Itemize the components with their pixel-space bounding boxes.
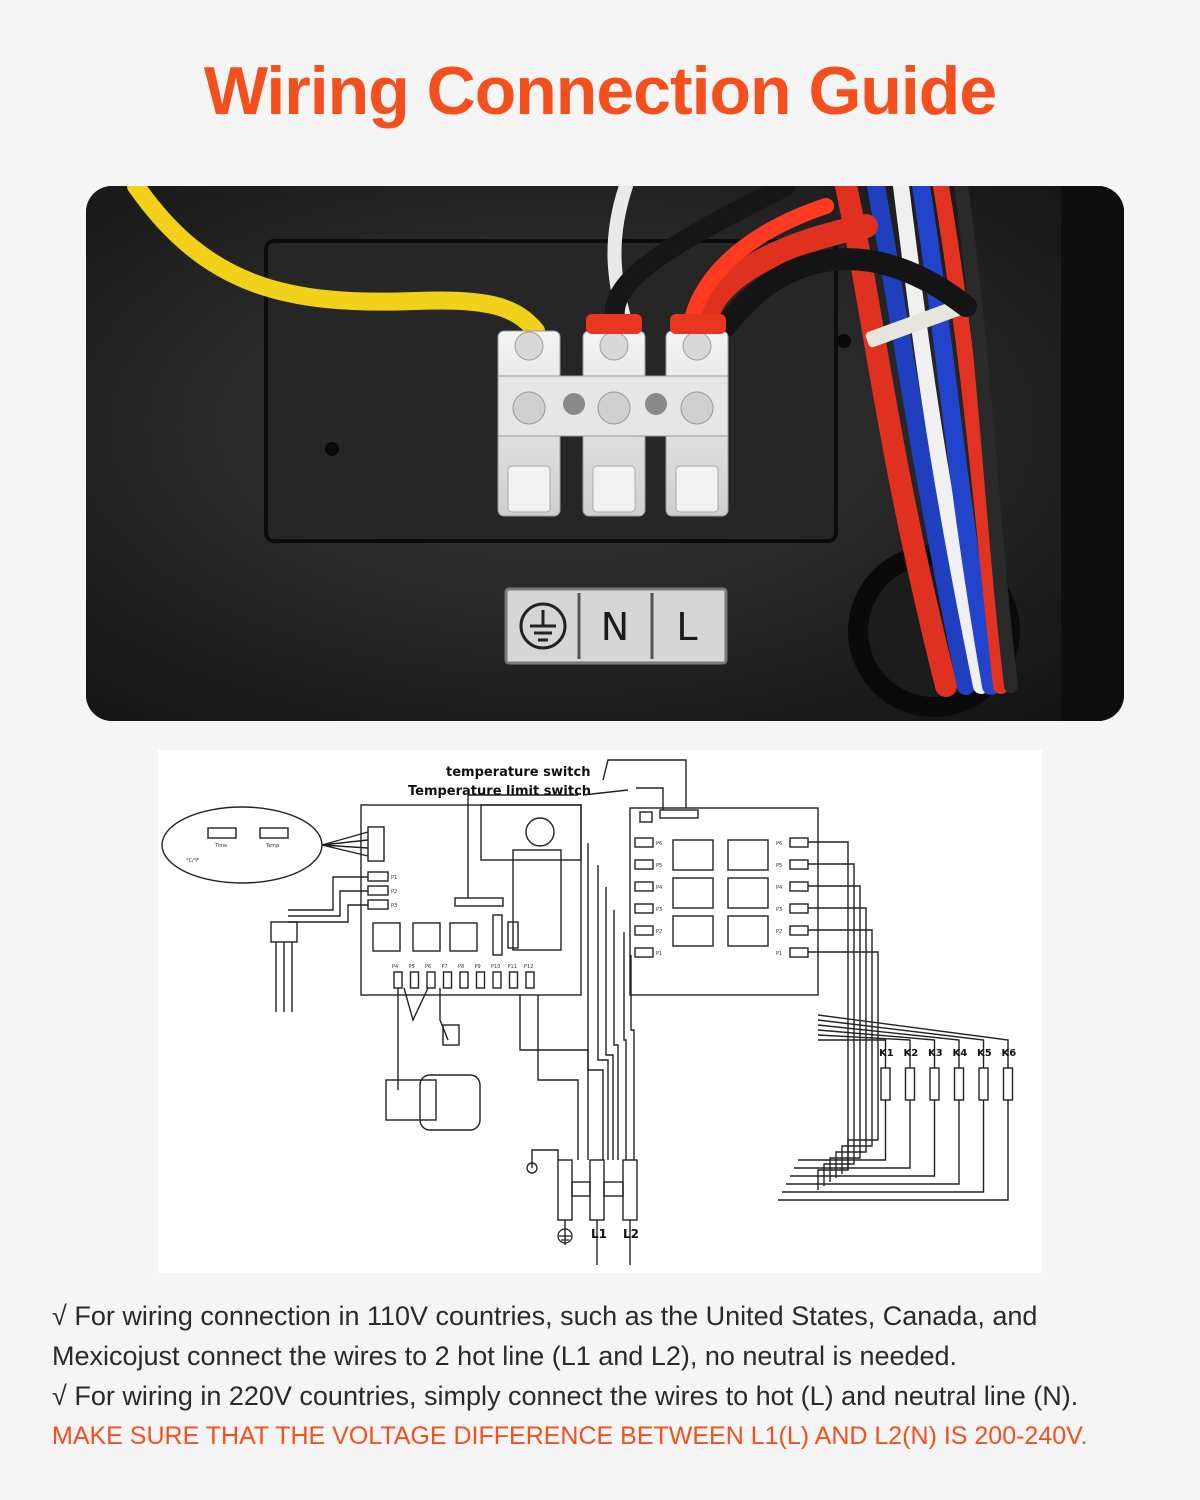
label-l2: L2 (623, 1227, 639, 1241)
terminal-label-n: N (601, 605, 629, 649)
board-bottom-port-label: P6 (425, 964, 431, 970)
heater-wire (817, 1034, 911, 1068)
terminal-block-photo: N L (86, 186, 1124, 721)
board-bottom-port-label: P9 (475, 964, 481, 970)
relay-port-right (789, 903, 809, 914)
relay (727, 877, 769, 909)
relay-port-right-label: P5 (776, 863, 782, 869)
relay-port-left-label: P3 (656, 907, 662, 913)
note-110v: √ For wiring connection in 110V countrie… (52, 1301, 1038, 1371)
wiring-schematic: temperature switch Temperature limit swi… (158, 750, 1042, 1273)
heater-label: K6 (1002, 1048, 1017, 1059)
relay-port-right-label: P1 (776, 951, 782, 957)
relay (727, 915, 769, 947)
heater-element (978, 1067, 989, 1101)
terminal-label-l: L (676, 605, 697, 649)
relay-port-right-label: P6 (776, 841, 782, 847)
heater-label: K2 (904, 1048, 919, 1059)
relay-port-right-label: P4 (776, 885, 782, 891)
relay (672, 915, 714, 947)
label-temperature-limit-switch: Temperature limit switch (408, 784, 591, 799)
relay (672, 839, 714, 871)
relay-port-right-label: P3 (776, 907, 782, 913)
relay-port-left (634, 947, 654, 958)
board-bottom-port (442, 971, 453, 989)
board-bottom-port (475, 971, 486, 989)
board-bottom-port (409, 971, 420, 989)
relay-port-left (634, 925, 654, 936)
heater-wire (817, 1029, 936, 1068)
ground-icon (519, 602, 567, 650)
heater-wire (818, 1039, 887, 1068)
board-bottom-port (492, 971, 502, 989)
label-temperature-switch: temperature switch (446, 765, 591, 780)
relay-port-right (789, 947, 809, 958)
heater-element (904, 1067, 916, 1101)
board-bottom-port-label: P8 (458, 964, 464, 970)
relay (727, 839, 769, 871)
relay-port-left (634, 837, 654, 848)
relay-port-left-label: P6 (656, 841, 662, 847)
heater-label: K3 (928, 1048, 943, 1059)
heater-label: K1 (879, 1048, 894, 1059)
label-panel-temp: Temp (265, 843, 279, 849)
heater-wire (790, 1100, 936, 1177)
board-bottom-port (459, 971, 469, 989)
voltage-warning: MAKE SURE THAT THE VOLTAGE DIFFERENCE BE… (52, 1422, 1088, 1450)
board-bottom-port (525, 971, 535, 989)
board-port-p3: P3 (391, 903, 397, 909)
relay (672, 877, 714, 909)
board-bottom-port (393, 971, 403, 989)
board-bottom-port (508, 971, 519, 989)
ground-icon (557, 1228, 573, 1244)
heater-label: K5 (977, 1048, 992, 1059)
heater-wire (817, 1014, 1009, 1068)
wiring-notes: √ For wiring connection in 110V countrie… (52, 1296, 1162, 1456)
relay-port-right-label: P2 (776, 929, 782, 935)
heater-wire (794, 1100, 911, 1169)
heater-wire (782, 1100, 985, 1193)
heater-label: K4 (953, 1048, 968, 1059)
relay-wire (808, 951, 879, 1170)
terminal-label-plate: N L (504, 587, 728, 665)
heater-element (929, 1067, 940, 1101)
relay-wire (808, 907, 867, 1178)
heater-element (880, 1067, 891, 1101)
heater-wire (817, 1024, 960, 1068)
page-title: Wiring Connection Guide (203, 53, 997, 129)
relay-wire (808, 929, 873, 1174)
relay-port-left-label: P1 (656, 951, 662, 957)
heater-wire (786, 1100, 960, 1185)
relay-port-left (634, 903, 654, 914)
relay-port-left (634, 859, 654, 870)
board-bottom-port-label: P4 (392, 964, 398, 970)
relay-port-right (789, 881, 809, 892)
board-bottom-port-label: P12 (524, 964, 533, 970)
heater-element (1002, 1067, 1014, 1101)
relay-port-left-label: P5 (656, 863, 662, 869)
heater-wire (778, 1100, 1009, 1201)
relay-port-left (634, 881, 654, 892)
label-panel-unit: °C/°F (186, 858, 199, 864)
board-bottom-port-label: P7 (442, 964, 448, 970)
label-l1: L1 (591, 1227, 607, 1241)
heater-element (953, 1067, 965, 1101)
relay-port-right (789, 925, 809, 936)
heater-wire (817, 1019, 985, 1068)
board-bottom-port-label: P11 (508, 964, 517, 970)
board-port-p2: P2 (391, 889, 397, 895)
relay-port-right (789, 837, 809, 848)
board-bottom-port (426, 971, 436, 989)
heater-wire (798, 1100, 887, 1161)
note-220v: √ For wiring in 220V countries, simply c… (52, 1381, 1079, 1411)
board-bottom-port-label: P5 (409, 964, 415, 970)
relay-wire (808, 863, 855, 1186)
relay-port-left-label: P4 (656, 885, 662, 891)
board-bottom-port-label: P10 (491, 964, 500, 970)
board-port-p1: P1 (391, 875, 397, 881)
relay-port-left-label: P2 (656, 929, 662, 935)
label-panel-time: Time (214, 843, 227, 849)
relay-port-right (789, 859, 809, 870)
relay-wire (808, 885, 861, 1182)
